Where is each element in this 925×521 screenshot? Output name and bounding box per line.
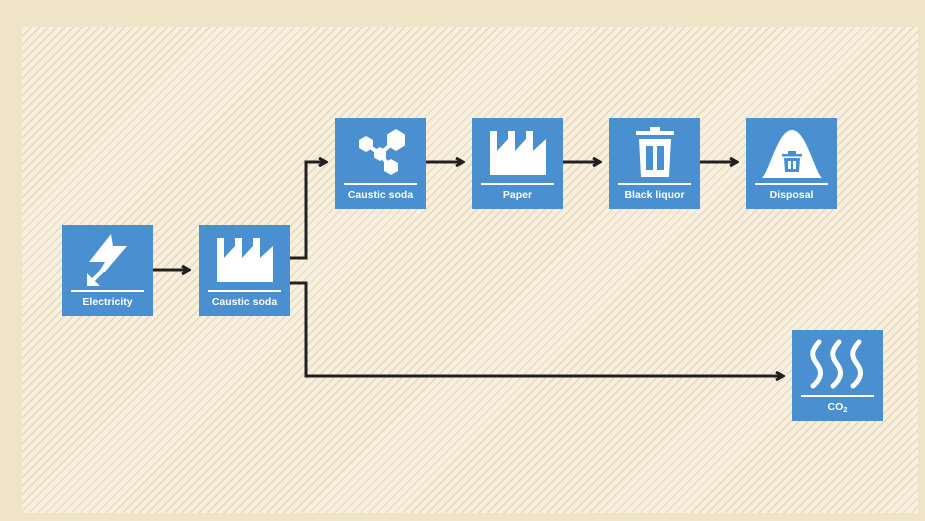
node-divider [755,183,828,185]
node-caustic-soda-production: Caustic soda [199,225,290,316]
node-label: Caustic soda [347,189,414,201]
co2-label-subscript: 2 [843,405,848,414]
factory-icon [472,122,563,182]
node-paper: Paper [472,118,563,209]
node-label: Disposal [769,189,814,201]
electricity-icon [62,229,153,289]
molecule-icon [335,122,426,182]
node-label: Paper [502,189,533,201]
node-divider [208,290,281,292]
node-disposal: Disposal [746,118,837,209]
node-black-liquor: Black liquor [609,118,700,209]
node-divider [344,183,417,185]
node-co2: CO2 [792,330,883,421]
trash-bin-icon [609,122,700,182]
node-label: Caustic soda [211,296,278,308]
node-divider [618,183,691,185]
node-caustic-soda-chemical: Caustic soda [335,118,426,209]
node-label: Electricity [82,296,133,308]
node-divider [481,183,554,185]
co2-label-main: CO [827,401,844,413]
factory-icon [199,229,290,289]
diagram-panel [22,27,918,513]
arrow-caustic-soda-to-caustic-soda-chemical [290,162,326,260]
node-electricity: Electricity [62,225,153,316]
node-label: Black liquor [624,189,685,201]
arrow-caustic-soda-to-co2 [290,281,783,376]
node-divider [71,290,144,292]
heat-waves-icon [792,334,883,394]
node-divider [801,395,874,397]
node-label: CO2 [792,401,883,414]
landfill-icon [746,122,837,182]
